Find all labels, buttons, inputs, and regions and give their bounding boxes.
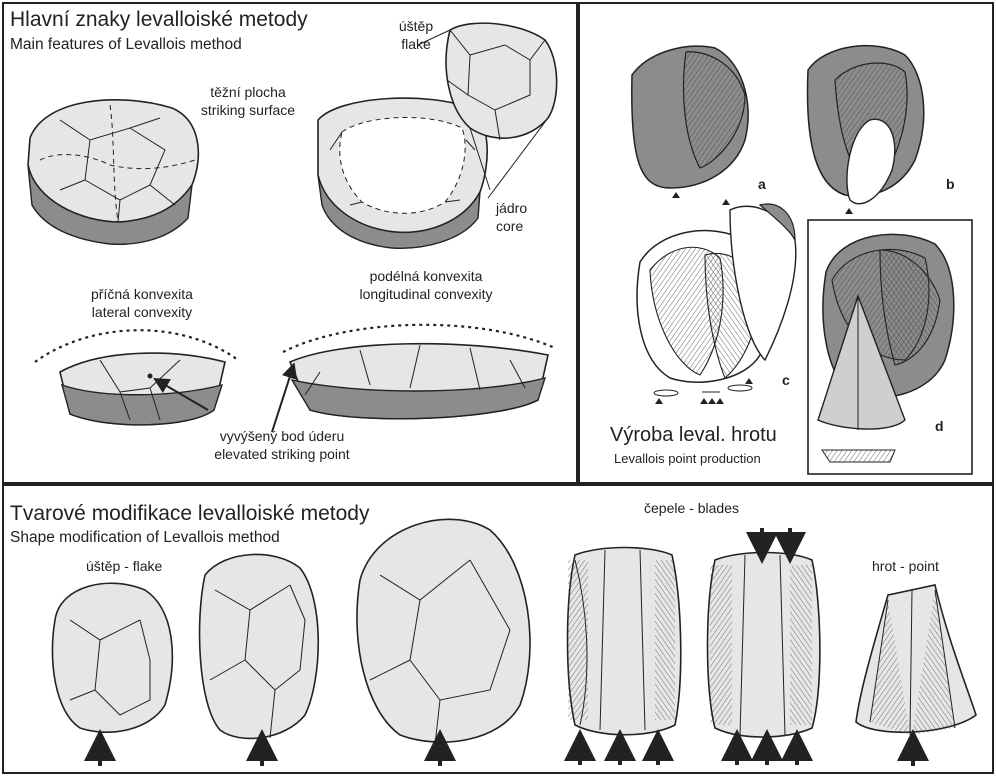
label-surface-cz: těžní plocha [188,84,308,100]
label-striking-point-en: elevated striking point [192,446,372,462]
shape-point [856,585,976,766]
panel1-title-cz: Hlavní znaky levalloiské metody [10,8,308,32]
label-flake-cz: úštěp [396,18,436,34]
label-lateral-en: lateral convexity [72,304,212,320]
shape-flake-2 [200,554,319,766]
label-shape-flake: úštěp - flake [86,558,162,574]
longitudinal-convexity-profile [283,325,555,419]
panel3-title-cz: Tvarové modifikace levalloiské metody [10,502,369,526]
stage-d-core [818,234,954,462]
shape-flake-1 [52,583,172,766]
panel2-title-en: Levallois point production [614,452,761,467]
stage-label-c: c [782,372,790,388]
stage-label-a: a [758,176,766,192]
label-surface-en: striking surface [188,102,308,118]
label-shape-blades: čepele - blades [644,500,739,516]
label-striking-point-cz: vyvýšený bod úderu [192,428,372,444]
panel1-title-en: Main features of Levallois method [10,36,242,54]
label-lateral-cz: příčná konvexita [72,286,212,302]
shape-blade-1 [568,548,681,766]
shape-blade-2 [708,528,820,765]
label-shape-point: hrot - point [872,558,939,574]
stage-label-b: b [946,176,955,192]
label-flake-en: flake [396,36,436,52]
panel3-title-en: Shape modification of Levallois method [10,529,280,547]
core-after-flake [318,98,487,248]
label-core-en: core [496,218,523,234]
label-core-cz: jádro [496,200,527,216]
core-top-view [28,100,198,245]
stage-label-d: d [935,418,944,434]
shape-flake-3 [357,519,530,766]
stage-a-core [632,46,748,198]
label-longitudinal-cz: podélná konvexita [336,268,516,284]
stage-c-core [637,199,796,404]
stage-b-core [807,46,923,214]
label-longitudinal-en: longitudinal convexity [336,286,516,302]
panel2-title-cz: Výroba leval. hrotu [610,424,777,447]
